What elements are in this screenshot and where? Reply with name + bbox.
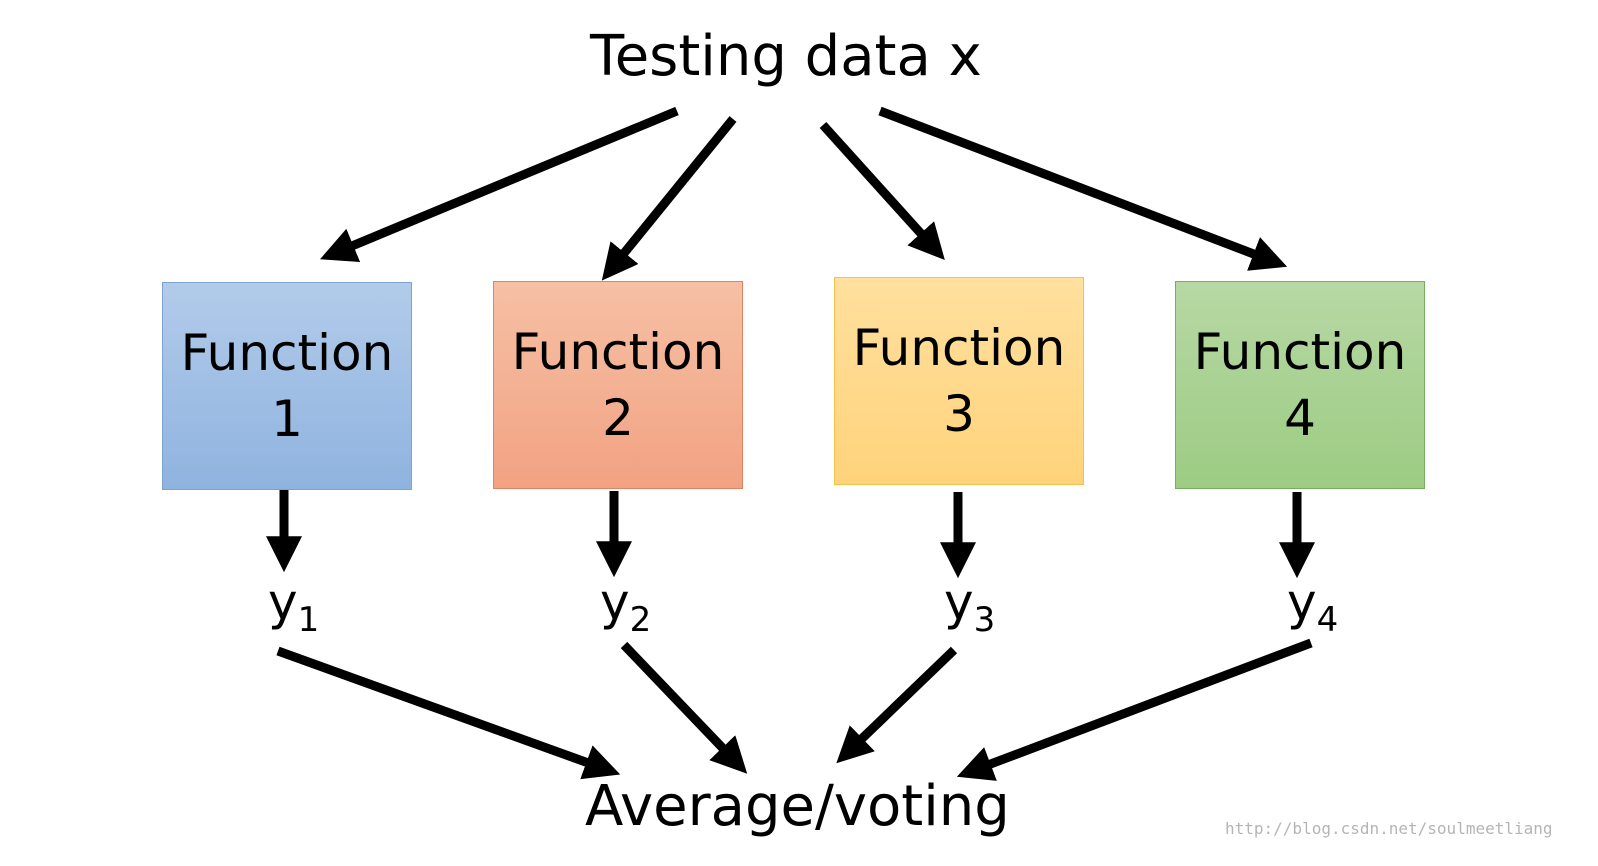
arrow-input-to-function-1: [320, 106, 679, 263]
function-label: Function: [180, 324, 394, 382]
arrow-y4-to-result: [956, 638, 1313, 781]
function-box-2: Function 2: [493, 281, 743, 489]
arrow-y2-to-result: [620, 641, 748, 774]
output-index: 2: [629, 600, 652, 640]
output-symbol: y: [600, 573, 630, 631]
input-label: Testing data x: [590, 24, 982, 89]
output-y1: y1: [268, 572, 319, 650]
watermark: http://blog.csdn.net/soulmeetliang: [1225, 819, 1553, 838]
function-number: 2: [602, 389, 634, 447]
arrow-y3-to-result: [836, 646, 958, 764]
function-number: 3: [943, 385, 975, 443]
function-label: Function: [852, 319, 1066, 377]
arrow-input-to-function-2: [601, 116, 737, 281]
arrow-y1-to-result: [276, 646, 621, 780]
output-symbol: y: [268, 573, 298, 631]
output-y2: y2: [600, 572, 651, 650]
output-y3: y3: [944, 572, 995, 650]
arrow-input-to-function-3: [819, 121, 945, 261]
function-box-3: Function 3: [834, 277, 1084, 485]
result-label: Average/voting: [585, 774, 1010, 839]
function-label: Function: [1193, 323, 1407, 381]
function-number: 4: [1284, 389, 1316, 447]
output-index: 4: [1316, 600, 1339, 640]
function-box-1: Function 1: [162, 282, 412, 490]
function-label: Function: [511, 323, 725, 381]
output-index: 1: [297, 600, 320, 640]
output-y4: y4: [1287, 572, 1338, 650]
arrow-input-to-function-4: [878, 106, 1288, 271]
output-symbol: y: [944, 573, 974, 631]
function-number: 1: [271, 390, 303, 448]
function-box-4: Function 4: [1175, 281, 1425, 489]
output-index: 3: [973, 600, 996, 640]
output-symbol: y: [1287, 573, 1317, 631]
